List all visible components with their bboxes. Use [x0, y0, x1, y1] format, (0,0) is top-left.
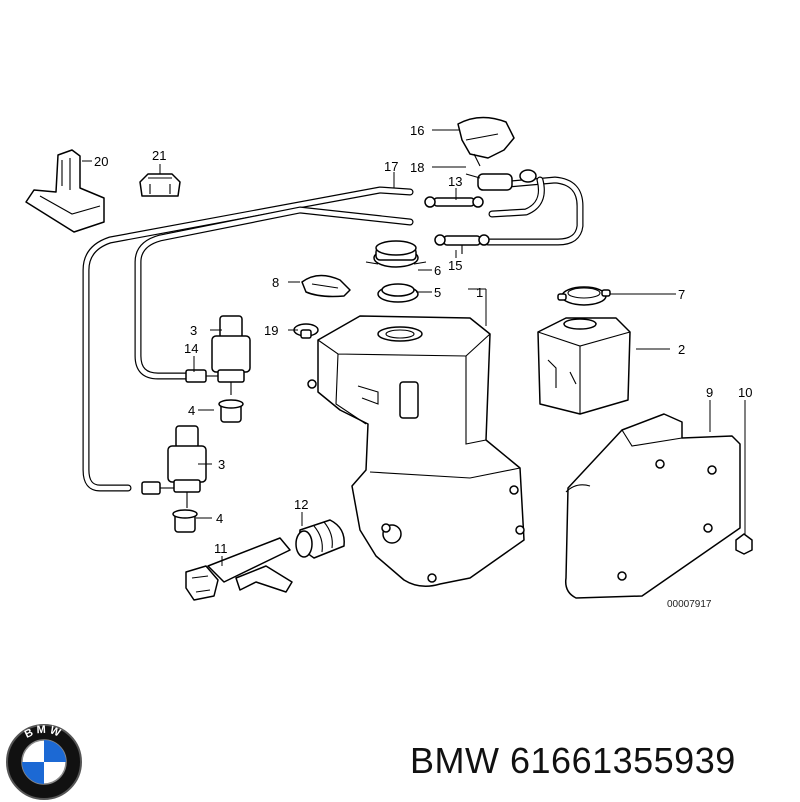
callout-labels: 1 2 3 3 4 4 5 6 7 8 9 10 11 12 13 14 15 …: [94, 123, 752, 556]
part-12-sleeve: [295, 519, 345, 559]
callout-4-lower: 4: [216, 511, 223, 526]
callout-5: 5: [434, 285, 441, 300]
pump-lower: [141, 425, 207, 508]
part-13-connector: [424, 196, 484, 208]
callout-21: 21: [152, 148, 166, 163]
pump-upper: [185, 315, 251, 395]
callout-4-upper: 4: [188, 403, 195, 418]
part-21-clip: [139, 173, 181, 197]
callout-17: 17: [384, 159, 398, 174]
part-11-pipe: [185, 537, 293, 601]
grommet-upper: [218, 399, 244, 423]
part-18-connector: [465, 169, 537, 191]
part-number: 61661355939: [510, 740, 736, 781]
bmw-logo-text: BMW: [23, 724, 62, 741]
grommet-lower: [172, 509, 198, 533]
part-2-small-tank: [537, 317, 631, 415]
callout-7: 7: [678, 287, 685, 302]
svg-text:BMW: BMW: [23, 724, 65, 741]
brand-name: BMW: [410, 740, 500, 781]
part-19-plug: [293, 323, 319, 339]
part-5-seal: [377, 283, 419, 303]
callout-18: 18: [410, 160, 424, 175]
brand-part-number-line: BMW 61661355939: [410, 740, 736, 782]
part-20-bracket: [25, 149, 105, 233]
callout-10: 10: [738, 385, 752, 400]
diagram-code: 00007917: [667, 599, 712, 610]
part-6-cap: [365, 240, 427, 268]
callout-3-upper: 3: [190, 323, 197, 338]
part-15-connector: [434, 234, 490, 254]
callout-1: 1: [476, 285, 483, 300]
callout-20: 20: [94, 154, 108, 169]
callout-12: 12: [294, 497, 308, 512]
hose-lines: [82, 176, 584, 492]
callout-3-lower: 3: [218, 457, 225, 472]
part-8-cap: [301, 274, 351, 298]
callout-19: 19: [264, 323, 278, 338]
part-16-nozzle: [457, 116, 515, 167]
bmw-logo-icon: BMW: [6, 724, 82, 800]
callout-14: 14: [184, 341, 198, 356]
callout-8: 8: [272, 275, 279, 290]
part-1-reservoir: [307, 315, 525, 587]
callout-11: 11: [214, 541, 228, 556]
callout-16: 16: [410, 123, 424, 138]
part-7-lid: [557, 286, 611, 306]
callout-6: 6: [434, 263, 441, 278]
leader-lines: [82, 129, 746, 566]
callout-2: 2: [678, 342, 685, 357]
callout-9: 9: [706, 385, 713, 400]
part-9-shield: [564, 413, 741, 599]
callout-13: 13: [448, 174, 462, 189]
callout-15: 15: [448, 258, 462, 273]
part-10-nut: [735, 533, 753, 555]
